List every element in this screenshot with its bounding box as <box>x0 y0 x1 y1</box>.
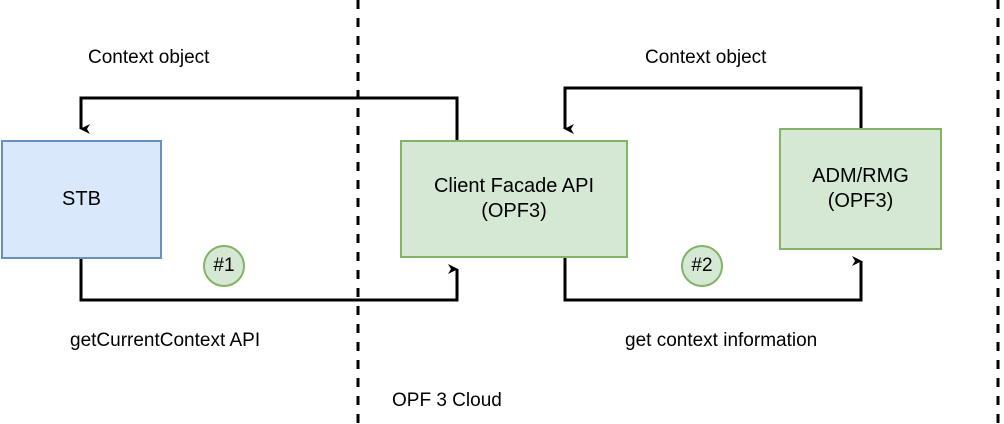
step-badge-1-label: #1 <box>213 255 235 276</box>
node-adm-rmg-label-line-2: (OPF3) <box>827 190 894 212</box>
edge-client-facade-to-stb <box>79 96 459 140</box>
edge-adm-rmg-to-client-facade <box>563 86 863 134</box>
edge-label-context-object-right: Context object <box>645 47 767 68</box>
step-badge-2[interactable]: #2 <box>681 245 723 287</box>
edge-stb-to-client-facade <box>79 259 459 302</box>
edge-label-get-context-information: get context information <box>625 330 818 351</box>
node-stb[interactable]: STB <box>1 140 162 259</box>
edge-label-context-object-left: Context object <box>88 47 210 68</box>
step-badge-2-label: #2 <box>691 255 713 276</box>
node-client-facade-api[interactable]: Client Facade API (OPF3) <box>400 140 628 258</box>
node-client-facade-api-label-line-2: (OPF3) <box>481 200 547 222</box>
node-stb-label: STB <box>62 188 101 210</box>
edge-label-get-current-context-api: getCurrentContext API <box>70 330 261 351</box>
node-adm-rmg[interactable]: ADM/RMG (OPF3) <box>779 128 942 250</box>
boundary-label-opf3-cloud: OPF 3 Cloud <box>392 390 502 411</box>
node-adm-rmg-label-line-1: ADM/RMG <box>812 165 909 187</box>
edge-client-facade-to-adm-rmg <box>563 256 863 302</box>
step-badge-1[interactable]: #1 <box>203 245 245 287</box>
node-client-facade-api-label-line-1: Client Facade API <box>433 175 595 197</box>
